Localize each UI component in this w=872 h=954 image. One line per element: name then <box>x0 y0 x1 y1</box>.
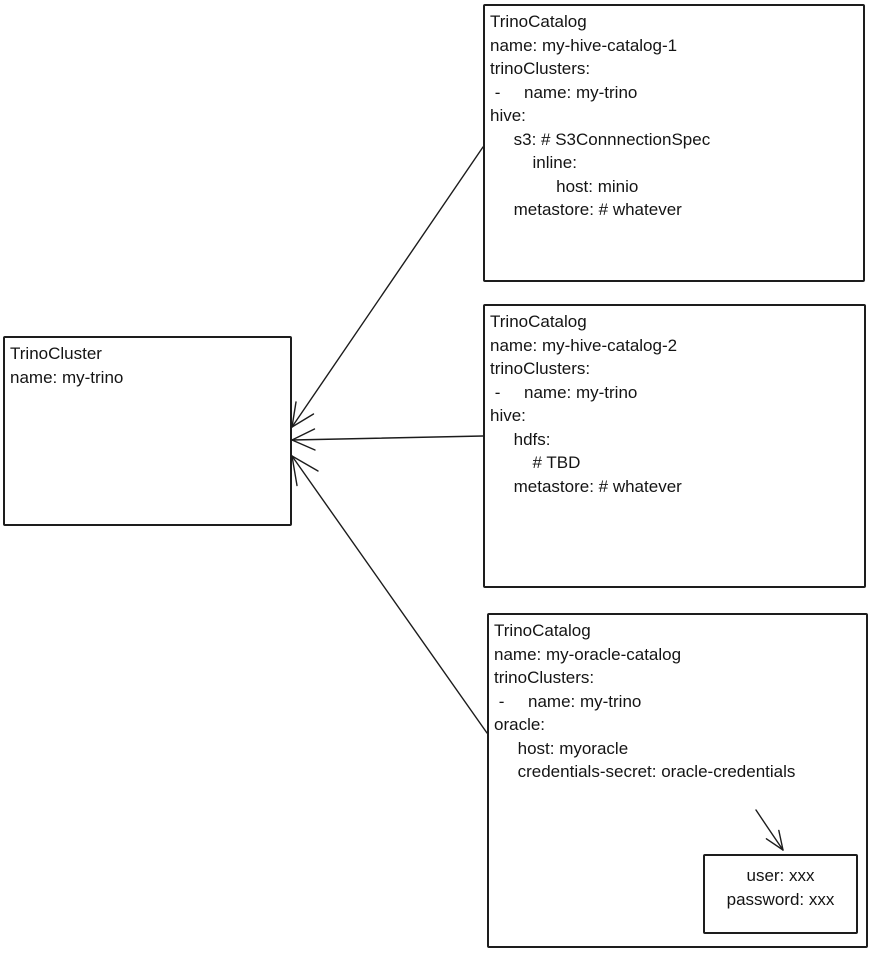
yaml-line: trinoClusters: <box>490 359 591 378</box>
yaml-line: hive: <box>490 106 526 125</box>
yaml-line: credentials-secret: oracle-credentials <box>494 762 796 781</box>
yaml-line: name: my-hive-catalog-2 <box>490 335 678 355</box>
yaml-line: TrinoCatalog <box>490 12 587 31</box>
yaml-line: name: my-trino <box>10 367 124 387</box>
yaml-line: s3: # S3ConnnectionSpec <box>490 129 711 149</box>
trinocatalog-node-hive-1: TrinoCatalog name: my-hive-catalog-1 trino… <box>483 4 865 282</box>
arrowhead-stroke <box>291 413 315 428</box>
yaml-line: metastore: # whatever <box>490 200 682 219</box>
yaml-line: host: myoracle <box>494 738 629 758</box>
yaml-line: # TBD <box>490 453 581 472</box>
catalog-oracle-yaml: TrinoCatalog name: my-oracle-catalog trino… <box>494 619 861 784</box>
arrowhead-stroke <box>291 401 297 428</box>
trinocluster-node: TrinoCluster name: my-trino <box>3 336 292 526</box>
yaml-line: password: xxx <box>726 889 835 909</box>
trinocatalog-node-hive-2: TrinoCatalog name: my-hive-catalog-2 trino… <box>483 304 866 588</box>
yaml-line: - name: my-trino <box>490 382 638 402</box>
yaml-line: inline: <box>490 153 577 172</box>
yaml-line: name: my-oracle-catalog <box>494 644 682 664</box>
yaml-line: user: xxx <box>746 866 815 885</box>
arrowhead-stroke <box>291 428 316 441</box>
trinocatalog-node-oracle: TrinoCatalog name: my-oracle-catalog trino… <box>487 613 868 948</box>
yaml-line: - name: my-trino <box>490 82 638 102</box>
yaml-line: TrinoCatalog <box>494 621 591 640</box>
yaml-line: oracle: <box>494 715 546 734</box>
yaml-line: - name: my-trino <box>494 691 642 711</box>
oracle-credentials-secret-node: user: xxx password: xxx <box>703 854 858 934</box>
yaml-line: hdfs: <box>490 429 551 449</box>
yaml-line: TrinoCatalog <box>490 312 587 331</box>
yaml-line: name: my-hive-catalog-1 <box>490 35 678 55</box>
connector-catalog3-to-cluster <box>291 455 488 734</box>
connector-catalog1-to-cluster <box>291 146 484 428</box>
yaml-line: trinoClusters: <box>494 668 595 687</box>
arrowhead-stroke <box>291 455 319 472</box>
yaml-line: TrinoCluster <box>10 344 102 363</box>
yaml-line: hive: <box>490 406 526 425</box>
yaml-line: host: minio <box>490 176 639 196</box>
connector-catalog2-to-cluster <box>291 428 484 451</box>
arrowhead-stroke <box>291 455 298 487</box>
yaml-line: trinoClusters: <box>490 59 591 78</box>
yaml-line: metastore: # whatever <box>490 476 682 496</box>
arrowhead-stroke <box>291 439 316 451</box>
